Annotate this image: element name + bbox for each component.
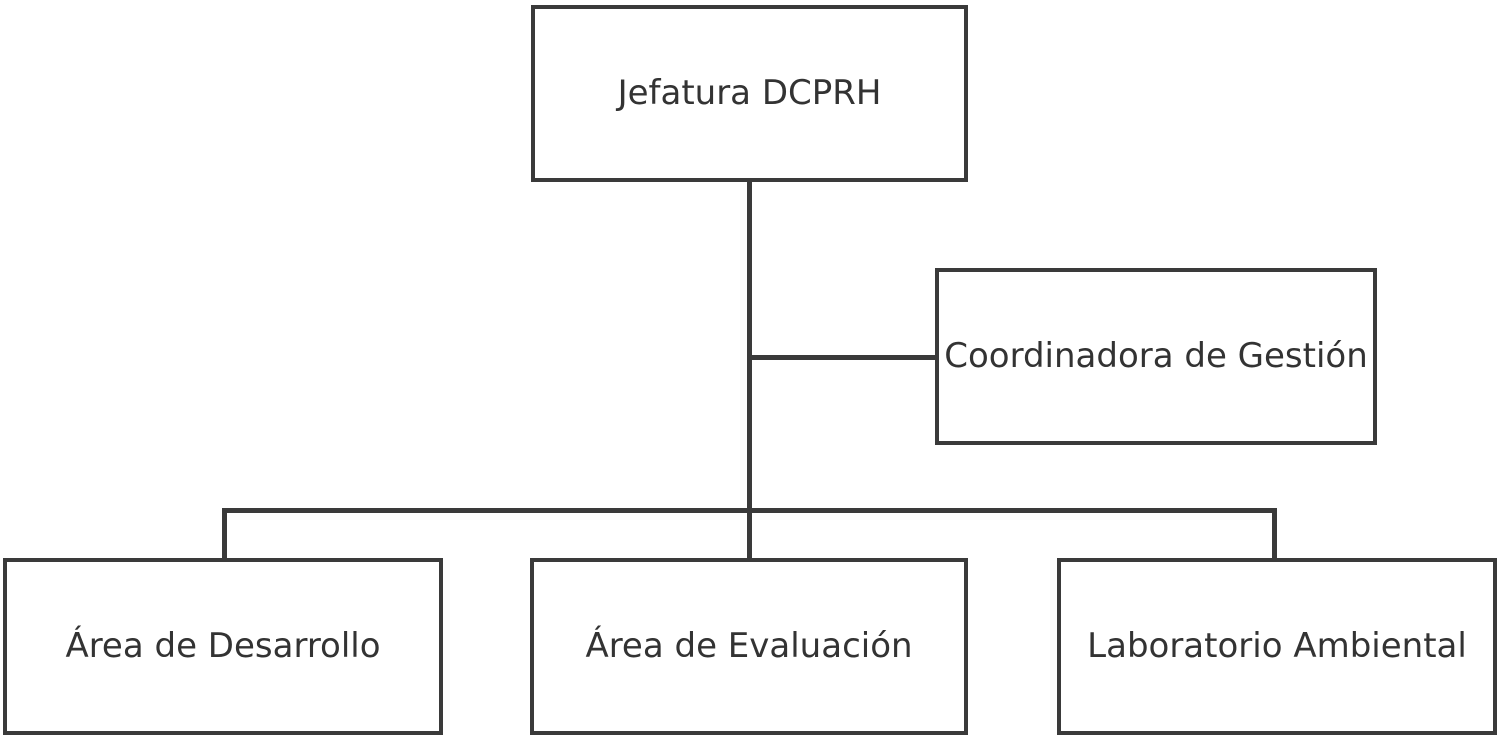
org-node-jefatura-dcprh: Jefatura DCPRH — [531, 5, 968, 182]
connector-sibling-bar — [222, 508, 1277, 513]
org-node-area-de-desarrollo: Área de Desarrollo — [3, 558, 443, 735]
connector-drop-desarrollo — [222, 508, 227, 562]
org-node-laboratorio-ambiental: Laboratorio Ambiental — [1057, 558, 1497, 735]
connector-drop-laboratorio — [1272, 508, 1277, 562]
connector-branch-coordinadora — [750, 355, 938, 360]
node-label-jefatura: Jefatura DCPRH — [617, 73, 882, 114]
connector-trunk-vertical — [747, 180, 752, 562]
node-label-coordinadora: Coordinadora de Gestión — [944, 336, 1368, 377]
node-label-laboratorio: Laboratorio Ambiental — [1087, 626, 1467, 667]
org-node-area-de-evaluacion: Área de Evaluación — [530, 558, 968, 735]
node-label-evaluacion: Área de Evaluación — [585, 626, 913, 667]
org-node-coordinadora-de-gestion: Coordinadora de Gestión — [935, 268, 1377, 445]
node-label-desarrollo: Área de Desarrollo — [65, 626, 381, 667]
